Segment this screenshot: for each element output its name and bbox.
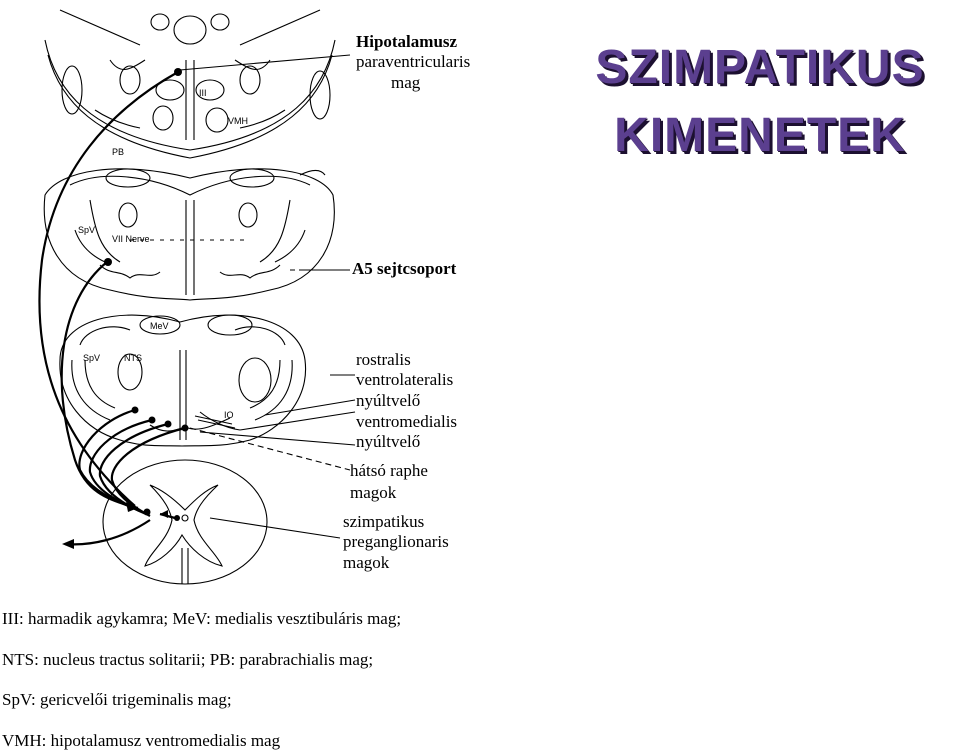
label-ventromed-2: nyúltvelő: [356, 432, 421, 451]
small-label-spv-lower: SpV: [83, 353, 101, 363]
label-raphe-1: hátsó raphe: [350, 461, 428, 480]
small-label-pb: PB: [112, 147, 125, 157]
small-label-mev: MeV: [150, 321, 169, 331]
label-hypothalamus-sub2: mag: [391, 73, 421, 92]
title-line-1: SZIMPATIKUS: [595, 41, 925, 94]
label-hypothalamus-sub1: paraventricularis: [356, 52, 471, 71]
label-symp-3: magok: [343, 553, 390, 572]
legend-line-2: NTS: nucleus tractus solitarii; PB: para…: [2, 650, 374, 669]
label-hypothalamus-title: Hipotalamusz: [356, 32, 458, 51]
nucleus-dots: [62, 68, 189, 549]
label-symp-2: preganglionaris: [343, 532, 449, 551]
label-raphe-2: magok: [350, 483, 397, 502]
small-label-iii: III: [199, 88, 207, 98]
small-label-vii-nerve: VII Nerve: [112, 234, 150, 244]
small-label-io: IO: [224, 410, 234, 420]
pointer-lines: [179, 54, 356, 539]
hypothalamus-section: [44, 9, 336, 159]
small-label-vmh: VMH: [228, 116, 248, 126]
pathway-arrows: [38, 71, 186, 546]
small-label-spv-upper: SpV: [78, 225, 96, 235]
label-rostral-3: nyúltvelő: [356, 391, 421, 410]
spinal-cord-section: [102, 459, 268, 585]
pons-section: [43, 168, 335, 301]
small-label-nts: NTS: [124, 353, 142, 363]
legend-line-3: SpV: gericvelői trigeminalis mag;: [2, 690, 232, 709]
label-symp-1: szimpatikus: [343, 512, 425, 531]
legend-line-4: VMH: hipotalamusz ventromedialis mag: [2, 731, 281, 750]
label-rostral-2: ventrolateralis: [356, 370, 454, 389]
label-ventromed-1: ventromedialis: [356, 412, 458, 431]
label-a5: A5 sejtcsoport: [352, 259, 457, 278]
title-line-2: KIMENETEK: [614, 109, 906, 162]
legend-line-1: III: harmadik agykamra; MeV: medialis ve…: [2, 609, 402, 628]
label-rostral-1: rostralis: [356, 350, 411, 369]
